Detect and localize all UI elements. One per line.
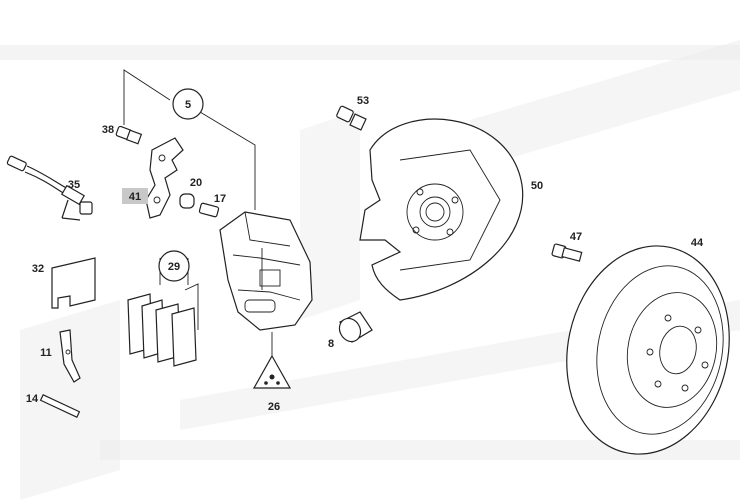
- callout-38: 38: [102, 124, 114, 136]
- bolt-53: [336, 105, 367, 131]
- bearing-sleeve: [338, 311, 373, 343]
- callout-8: 8: [328, 338, 334, 350]
- callout-labels: 5 38 35 41 20 17 32 29 11 14 26 53 50 8 …: [26, 88, 704, 413]
- bushing-20: [179, 193, 195, 209]
- callout-29-circle: [158, 250, 190, 282]
- callout-11: 11: [40, 347, 52, 359]
- bolt-47: [551, 243, 583, 262]
- guide-pin: [39, 394, 81, 418]
- brake-pads: [127, 258, 199, 367]
- seal-26: [252, 332, 292, 389]
- retaining-clip: [59, 329, 81, 383]
- brake-caliper: [219, 211, 313, 331]
- callout-41: 41: [129, 191, 141, 203]
- callout-20: 20: [190, 177, 202, 189]
- dust-shield: [359, 118, 524, 301]
- callout-5-circle: [172, 88, 204, 120]
- callout-32: 32: [32, 263, 44, 275]
- mounting-bracket: [145, 137, 184, 219]
- callout-14: 14: [26, 393, 39, 405]
- callout-47: 47: [570, 231, 582, 243]
- callout-5: 5: [185, 99, 191, 111]
- callout-35: 35: [68, 179, 80, 191]
- callout-5-leaders: [123, 69, 256, 210]
- callout-44: 44: [691, 237, 704, 249]
- callout-53: 53: [357, 95, 369, 107]
- callout-50: 50: [531, 180, 543, 192]
- callout-17: 17: [214, 193, 226, 205]
- callout-41-highlight: [122, 188, 148, 204]
- callout-29: 29: [168, 261, 180, 273]
- bolt-38: [115, 125, 143, 145]
- wear-sensor: [6, 155, 93, 221]
- callout-26: 26: [268, 401, 280, 413]
- shim-plate: [51, 257, 96, 309]
- bleeder-17: [198, 202, 220, 218]
- brake-disc: [566, 245, 730, 455]
